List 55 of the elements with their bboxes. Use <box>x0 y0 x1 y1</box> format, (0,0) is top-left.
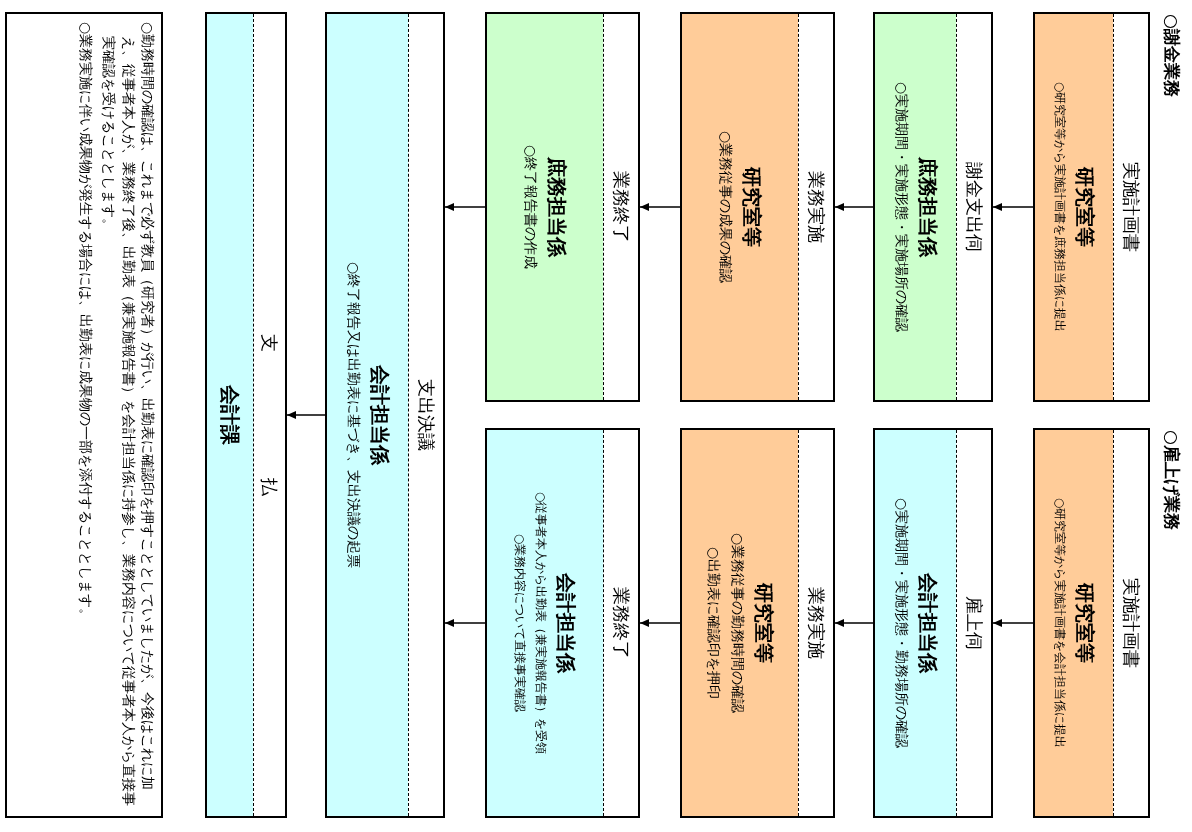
step-label: 謝金支出伺 <box>965 162 983 252</box>
task-note: ○業務従事の勤務時間の確認 <box>728 532 747 714</box>
task-note: ○研究室等から実施計画書を庶務担当係に提出 <box>1051 81 1068 333</box>
task-note: ○業務内容について直接事実確認 <box>512 533 529 713</box>
role-heading: 会計担当係 <box>553 573 578 673</box>
section-title: ○謝金業務 <box>1161 14 1183 97</box>
task-note: ○業務従事の成果の確認 <box>717 130 736 284</box>
process-box <box>485 428 640 818</box>
process-box <box>485 12 640 402</box>
process-box <box>1033 12 1150 402</box>
step-label: 実施計画書 <box>1122 578 1140 668</box>
process-box <box>205 12 287 818</box>
process-box <box>873 12 993 402</box>
arrow <box>992 619 1034 627</box>
task-note: ○出勤表に確認印を押印 <box>705 546 724 700</box>
role-heading: 会計担当係 <box>914 573 940 673</box>
process-box <box>873 428 993 818</box>
arrow <box>286 411 326 419</box>
arrow <box>834 203 874 211</box>
role-heading: 庶務担当係 <box>544 157 570 257</box>
task-note: ○従事者本人から出勤表（兼実施報告書）を受領 <box>533 491 549 755</box>
arrow <box>444 619 486 627</box>
arrow <box>639 619 681 627</box>
task-note: ○勤務時間の確認は、これまで必ず教員（研究者）が行い、出勤表に確認印を押すこととしていましたが、今後はこれに加え、従事者本人が、業務終了後、出勤表（兼実施報告書）を会計担当係に持参し、業務内容について従事者本人から直接事実確認を受けることとします。 <box>100 22 157 808</box>
process-box <box>680 428 835 818</box>
process-box <box>325 12 445 818</box>
arrow <box>639 203 681 211</box>
step-label: 業務実施 <box>807 587 825 659</box>
process-box <box>5 12 163 818</box>
step-label: 業務実施 <box>807 171 825 243</box>
role-heading: 会計課 <box>217 385 243 445</box>
task-note: ○実施期間・実施形態・実施場所の確認 <box>892 81 911 333</box>
arrow <box>444 203 486 211</box>
step-label: 業務終了 <box>612 587 630 659</box>
step-label: 業務終了 <box>612 171 630 243</box>
task-note: ○業務実施に伴い成果物が発生する場合には、出勤表に成果物の一部を添付することとします。 <box>77 22 96 625</box>
step-label: 実施計画書 <box>1122 162 1140 252</box>
role-heading: 研究室等 <box>1071 167 1097 247</box>
arrow <box>992 203 1034 211</box>
step-label: 支出決議 <box>417 379 435 451</box>
process-box <box>1033 428 1150 818</box>
process-box <box>680 12 835 402</box>
task-note: ○終了報告又は出勤表に基づき、支出決議の起票 <box>344 261 363 569</box>
role-heading: 研究室等 <box>1071 583 1097 663</box>
role-heading: 会計担当係 <box>366 365 392 465</box>
task-note: ○研究室等から実施計画書を会計担当係に提出 <box>1051 497 1068 749</box>
role-heading: 研究室等 <box>739 167 765 247</box>
arrow <box>834 619 874 627</box>
task-note: ○実施期間・実施形態・勤務場所の確認 <box>892 497 911 749</box>
step-label: 支 払 <box>260 333 279 550</box>
role-heading: 庶務担当係 <box>914 157 940 257</box>
task-note: ○終了報告書の作成 <box>522 144 541 270</box>
role-heading: 研究室等 <box>750 583 776 663</box>
section-title: ○雇上げ業務 <box>1161 430 1183 530</box>
step-label: 雇上伺 <box>965 596 983 650</box>
